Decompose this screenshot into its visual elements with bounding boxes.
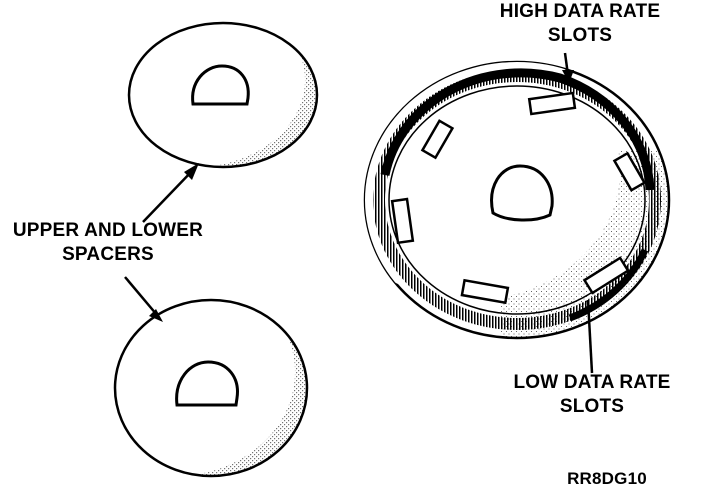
lower-spacer-hole: [175, 360, 239, 407]
low-data-rate-label: LOW DATA RATE SLOTS: [484, 371, 700, 419]
tone-wheel-hub-hole: [490, 164, 554, 222]
arrow-to-lower-spacer: [149, 309, 163, 322]
high-data-rate-label-line2: SLOTS: [547, 25, 613, 46]
figure-code: RR8DG10: [567, 469, 647, 488]
high-data-rate-label-line1: HIGH DATA RATE: [499, 1, 661, 22]
high-data-rate-label: HIGH DATA RATE SLOTS: [470, 0, 690, 48]
arrowheads: [149, 70, 574, 322]
tone-wheel: [363, 60, 671, 340]
spacers-label-line1: UPPER AND LOWER: [12, 220, 204, 241]
low-data-rate-label-line1: LOW DATA RATE: [513, 372, 671, 393]
upper-spacer: [127, 21, 319, 169]
spacers-label: UPPER AND LOWER SPACERS: [0, 219, 216, 267]
arrow-to-high-slots: [562, 70, 574, 83]
low-data-rate-label-line2: SLOTS: [559, 396, 625, 417]
lower-spacer: [113, 298, 309, 478]
high-data-rate-dark-band: [380, 68, 655, 191]
arrow-to-upper-spacer: [184, 163, 199, 180]
low-data-rate-slots: [390, 91, 647, 305]
spacers-label-line2: SPACERS: [62, 244, 154, 265]
leader-lines: [124, 52, 594, 374]
upper-spacer-hole: [191, 64, 250, 106]
